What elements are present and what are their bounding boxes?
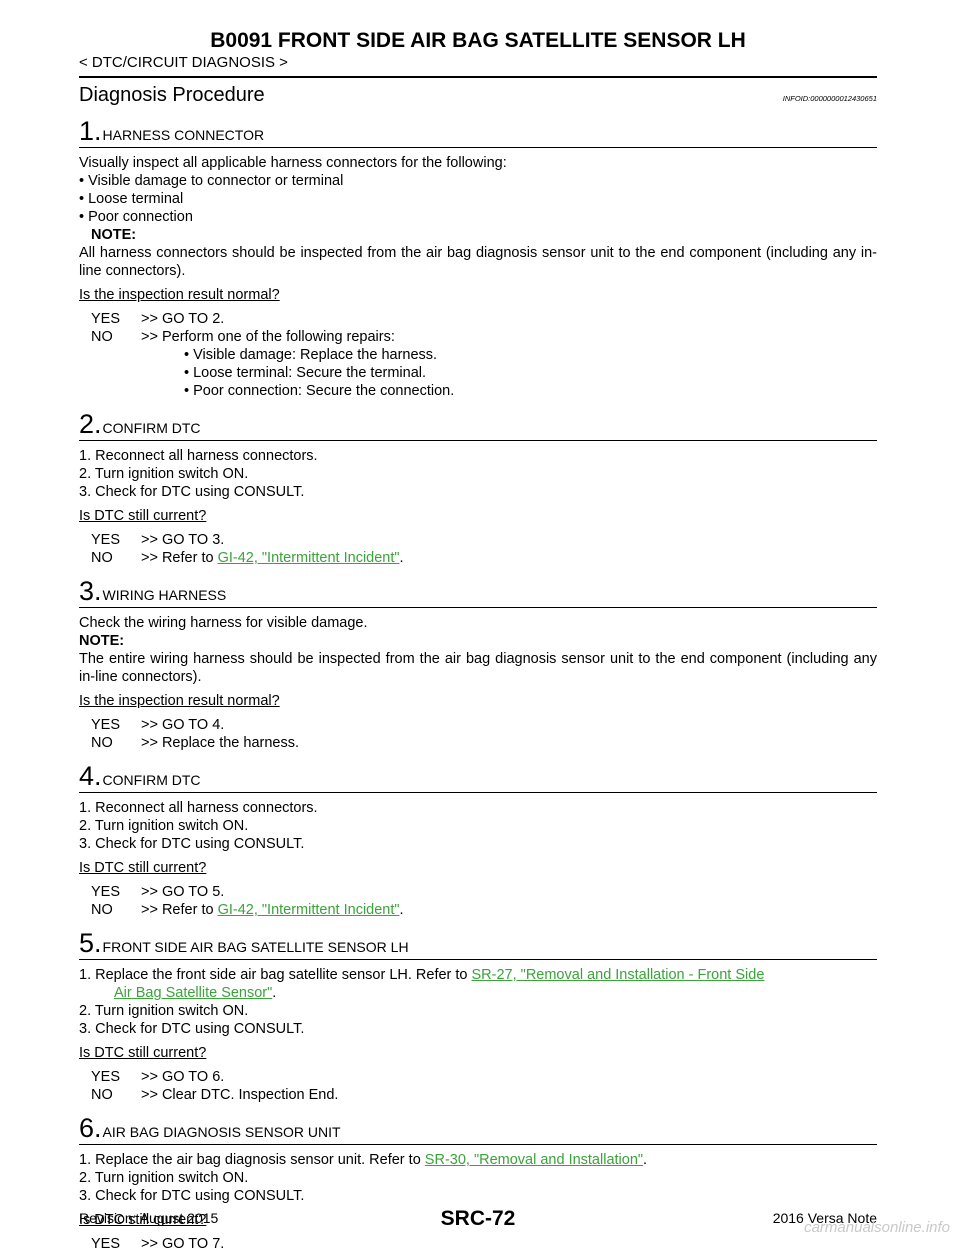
repair-item: • Poor connection: Secure the connection… [184,383,455,399]
step-1: 1. HARNESS CONNECTOR Visually inspect al… [79,117,877,400]
revision-date: Revision: August 2015 [79,1210,219,1226]
question: Is DTC still current? [79,508,207,524]
step-title: HARNESS CONNECTOR [102,127,265,143]
bullet-item: • Loose terminal [79,191,184,207]
note-text: The entire wiring harness should be insp… [79,651,877,685]
numbered-item: 2. Turn ignition switch ON. [79,818,249,834]
step-2: 2. CONFIRM DTC 1. Reconnect all harness … [79,410,877,567]
numbered-item: 3. Check for DTC using CONSULT. [79,484,305,500]
bullet-item: • Visible damage to connector or termina… [79,173,344,189]
page-footer: Revision: August 2015 SRC-72 2016 Versa … [79,1207,877,1231]
question: Is DTC still current? [79,1212,207,1228]
question: Is the inspection result normal? [79,287,280,303]
numbered-item: 3. Check for DTC using CONSULT. [79,1021,305,1037]
step-title: CONFIRM DTC [102,420,201,436]
info-id: INFOID:0000000012430651 [782,94,877,103]
question: Is the inspection result normal? [79,693,280,709]
note-label: NOTE: [91,227,137,243]
numbered-item: 1. Replace the front side air bag satell… [79,967,765,983]
numbered-item: 3. Check for DTC using CONSULT. [79,1188,305,1204]
note-text: All harness connectors should be inspect… [79,245,877,279]
sr30-link[interactable]: SR-30, "Removal and Installation" [424,1152,644,1168]
step-title: FRONT SIDE AIR BAG SATELLITE SENSOR LH [102,939,409,955]
question: Is DTC still current? [79,1045,207,1061]
step-number: 3 [79,576,95,606]
numbered-item: 3. Check for DTC using CONSULT. [79,836,305,852]
repair-item: • Visible damage: Replace the harness. [184,347,438,363]
step-number: 2 [79,409,95,439]
step-title: AIR BAG DIAGNOSIS SENSOR UNIT [102,1124,341,1140]
sr27-link[interactable]: SR-27, "Removal and Installation - Front… [471,967,765,983]
breadcrumb: < DTC/CIRCUIT DIAGNOSIS > [79,54,288,71]
procedure-header: Diagnosis Procedure INFOID:0000000012430… [79,83,877,107]
body-line: Check the wiring harness for visible dam… [79,615,368,631]
repair-item: • Loose terminal: Secure the terminal. [184,365,427,381]
answer-yes: YES>> GO TO 3. [91,532,225,548]
step-header: 1. HARNESS CONNECTOR [79,117,877,148]
numbered-item: 2. Turn ignition switch ON. [79,466,249,482]
intermittent-incident-link[interactable]: GI-42, "Intermittent Incident" [217,902,400,918]
answer-no: NO>> Replace the harness. [91,735,299,751]
body-line: Visually inspect all applicable harness … [79,155,507,171]
model-name: 2016 Versa Note [772,1210,877,1226]
step-header: 5. FRONT SIDE AIR BAG SATELLITE SENSOR L… [79,929,877,960]
page-number: SRC-72 [440,1207,516,1230]
step-title: CONFIRM DTC [102,772,201,788]
sr27-link-cont[interactable]: Air Bag Satellite Sensor" [114,985,273,1001]
numbered-item-cont: Air Bag Satellite Sensor". [114,985,277,1001]
answer-yes: YES>> GO TO 6. [91,1069,225,1085]
document-page: B0091 FRONT SIDE AIR BAG SATELLITE SENSO… [79,28,877,1253]
page-title: B0091 FRONT SIDE AIR BAG SATELLITE SENSO… [210,29,746,52]
question: Is DTC still current? [79,860,207,876]
step-header: 6. AIR BAG DIAGNOSIS SENSOR UNIT [79,1114,877,1145]
answer-yes: YES>> GO TO 4. [91,717,225,733]
step-header: 2. CONFIRM DTC [79,410,877,441]
header-rule [79,76,877,78]
answer-no: NO>> Perform one of the following repair… [91,329,395,345]
step-number: 5 [79,928,95,958]
note-label: NOTE: [79,633,125,649]
intermittent-incident-link[interactable]: GI-42, "Intermittent Incident" [217,550,400,566]
step-3: 3. WIRING HARNESS Check the wiring harne… [79,577,877,752]
step-6: 6. AIR BAG DIAGNOSIS SENSOR UNIT 1. Repl… [79,1114,877,1253]
bullet-item: • Poor connection [79,209,193,225]
numbered-item: 2. Turn ignition switch ON. [79,1003,249,1019]
numbered-item: 2. Turn ignition switch ON. [79,1170,249,1186]
answer-no: NO>> Refer to GI-42, "Intermittent Incid… [91,902,404,918]
step-number: 4 [79,761,95,791]
step-4: 4. CONFIRM DTC 1. Reconnect all harness … [79,762,877,919]
step-number: 6 [79,1113,95,1143]
numbered-item: 1. Reconnect all harness connectors. [79,800,318,816]
answer-yes: YES>> GO TO 5. [91,884,225,900]
watermark: carmanualsonline.info [804,1219,950,1236]
step-header: 4. CONFIRM DTC [79,762,877,793]
procedure-title: Diagnosis Procedure [79,84,265,106]
answer-yes: YES>> GO TO 2. [91,311,225,327]
step-header: 3. WIRING HARNESS [79,577,877,608]
answer-no: NO>> Refer to GI-42, "Intermittent Incid… [91,550,404,566]
numbered-item: 1. Replace the air bag diagnosis sensor … [79,1152,648,1168]
answer-yes: YES>> GO TO 7. [91,1236,225,1252]
step-title: WIRING HARNESS [102,587,227,603]
step-number: 1 [79,116,95,146]
step-5: 5. FRONT SIDE AIR BAG SATELLITE SENSOR L… [79,929,877,1104]
answer-no: NO>> Clear DTC. Inspection End. [91,1087,339,1103]
numbered-item: 1. Reconnect all harness connectors. [79,448,318,464]
